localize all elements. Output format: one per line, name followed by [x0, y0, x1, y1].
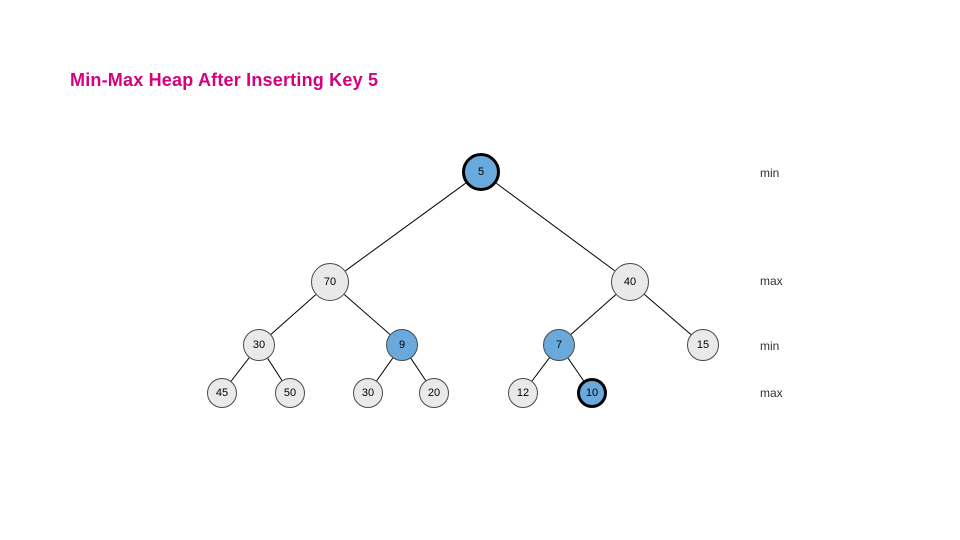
tree-node-label: 40 [623, 275, 637, 288]
level-label: max [760, 386, 783, 400]
tree-node[interactable]: 9 [386, 329, 418, 361]
tree-node[interactable]: 5 [462, 153, 500, 191]
tree-edge [270, 294, 317, 335]
tree-node[interactable]: 20 [419, 378, 449, 408]
tree-node[interactable]: 50 [275, 378, 305, 408]
level-label: max [760, 274, 783, 288]
level-label: min [760, 339, 780, 353]
tree-node-label: 15 [696, 338, 710, 351]
tree-node[interactable]: 70 [311, 263, 349, 301]
tree-node-label: 70 [323, 275, 337, 288]
tree-node-label: 30 [252, 338, 266, 351]
tree-node[interactable]: 30 [353, 378, 383, 408]
tree-node-label: 5 [477, 165, 485, 178]
tree-node-label: 9 [398, 338, 406, 351]
tree-node[interactable]: 10 [577, 378, 607, 408]
tree-edge [376, 357, 394, 382]
tree-node-label: 10 [585, 386, 599, 399]
tree-edge [410, 358, 427, 381]
tree-node-label: 30 [361, 386, 375, 399]
tree-node[interactable]: 7 [543, 329, 575, 361]
tree-edge [267, 358, 283, 381]
tree-node-label: 20 [427, 386, 441, 399]
page-title: Min-Max Heap After Inserting Key 5 [70, 70, 379, 90]
tree-node[interactable]: 12 [508, 378, 538, 408]
tree-node-label: 45 [215, 386, 229, 399]
tree-node[interactable]: 40 [611, 263, 649, 301]
tree-edge [567, 357, 584, 381]
tree-edge [570, 294, 617, 335]
tree-edge [343, 294, 391, 335]
tree-node[interactable]: 30 [243, 329, 275, 361]
tree-node-label: 7 [555, 338, 563, 351]
tree-node-label: 50 [283, 386, 297, 399]
tree-node-label: 12 [516, 386, 530, 399]
level-label: min [760, 166, 780, 180]
tree-node[interactable]: 15 [687, 329, 719, 361]
tree-edge [531, 357, 550, 382]
tree-node[interactable]: 45 [207, 378, 237, 408]
tree-edge [230, 357, 250, 382]
tree-edge [644, 294, 692, 335]
tree-edge [345, 182, 466, 272]
tree-edge [495, 182, 616, 272]
